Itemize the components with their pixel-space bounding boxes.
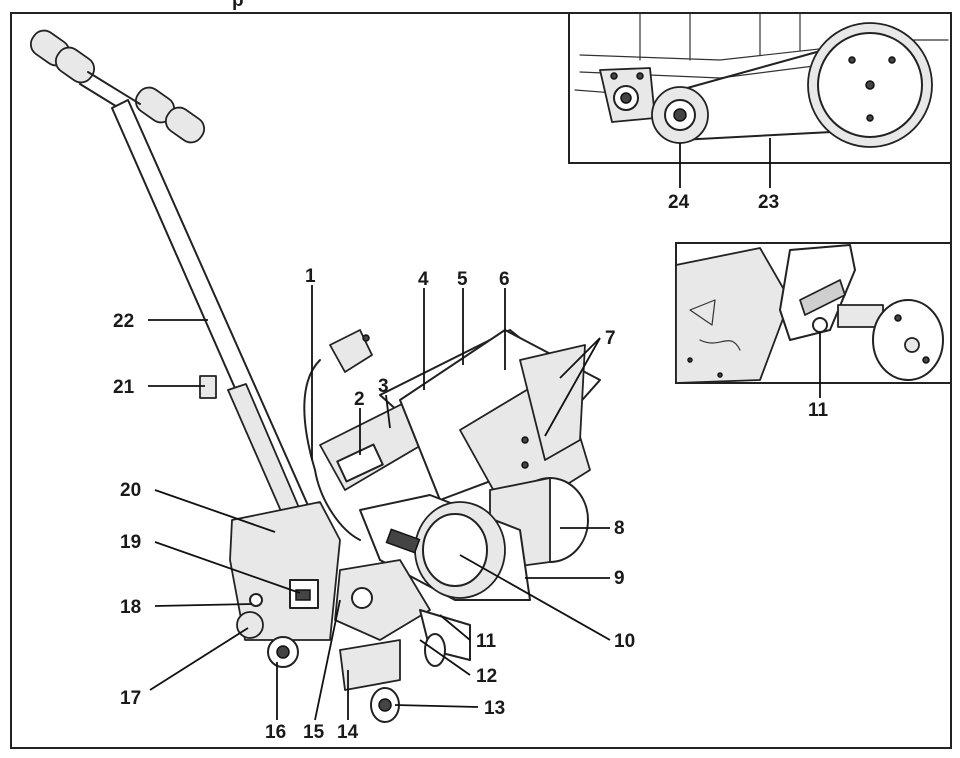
callout-1: 1 — [305, 266, 316, 287]
callout-4: 4 — [418, 269, 429, 290]
callout-8: 8 — [614, 518, 625, 539]
callout-21: 21 — [113, 377, 135, 398]
callout-7: 7 — [605, 328, 616, 349]
callout-19: 19 — [120, 532, 141, 553]
callout-17: 17 — [120, 688, 141, 709]
callout-18: 18 — [120, 597, 141, 618]
callout-11-inset: 11 — [808, 400, 829, 421]
inset-drive-detail — [568, 12, 952, 188]
callout-2: 2 — [354, 389, 365, 410]
callout-10: 10 — [614, 631, 635, 652]
callout-22: 22 — [113, 311, 134, 332]
callout-15: 15 — [303, 722, 325, 743]
inset-nozzle-detail — [675, 242, 952, 398]
handle-grip — [29, 29, 206, 144]
callout-9: 9 — [614, 568, 625, 589]
main-machine-illustration — [29, 29, 601, 723]
callout-20: 20 — [120, 480, 141, 501]
callout-16: 16 — [265, 722, 286, 743]
callout-6: 6 — [499, 269, 510, 290]
callout-12: 12 — [476, 666, 497, 687]
callout-5: 5 — [457, 269, 468, 290]
leader-lines — [148, 285, 611, 721]
callout-11: 11 — [476, 631, 497, 652]
callout-24: 24 — [668, 192, 690, 213]
heading-fragment: p — [232, 0, 244, 11]
callout-3: 3 — [378, 376, 389, 397]
callout-labels: 1 2 3 4 5 6 7 8 9 10 11 11 12 13 14 15 1… — [113, 192, 829, 743]
callout-13: 13 — [484, 698, 505, 719]
callout-14: 14 — [337, 722, 359, 743]
callout-23: 23 — [758, 192, 779, 213]
